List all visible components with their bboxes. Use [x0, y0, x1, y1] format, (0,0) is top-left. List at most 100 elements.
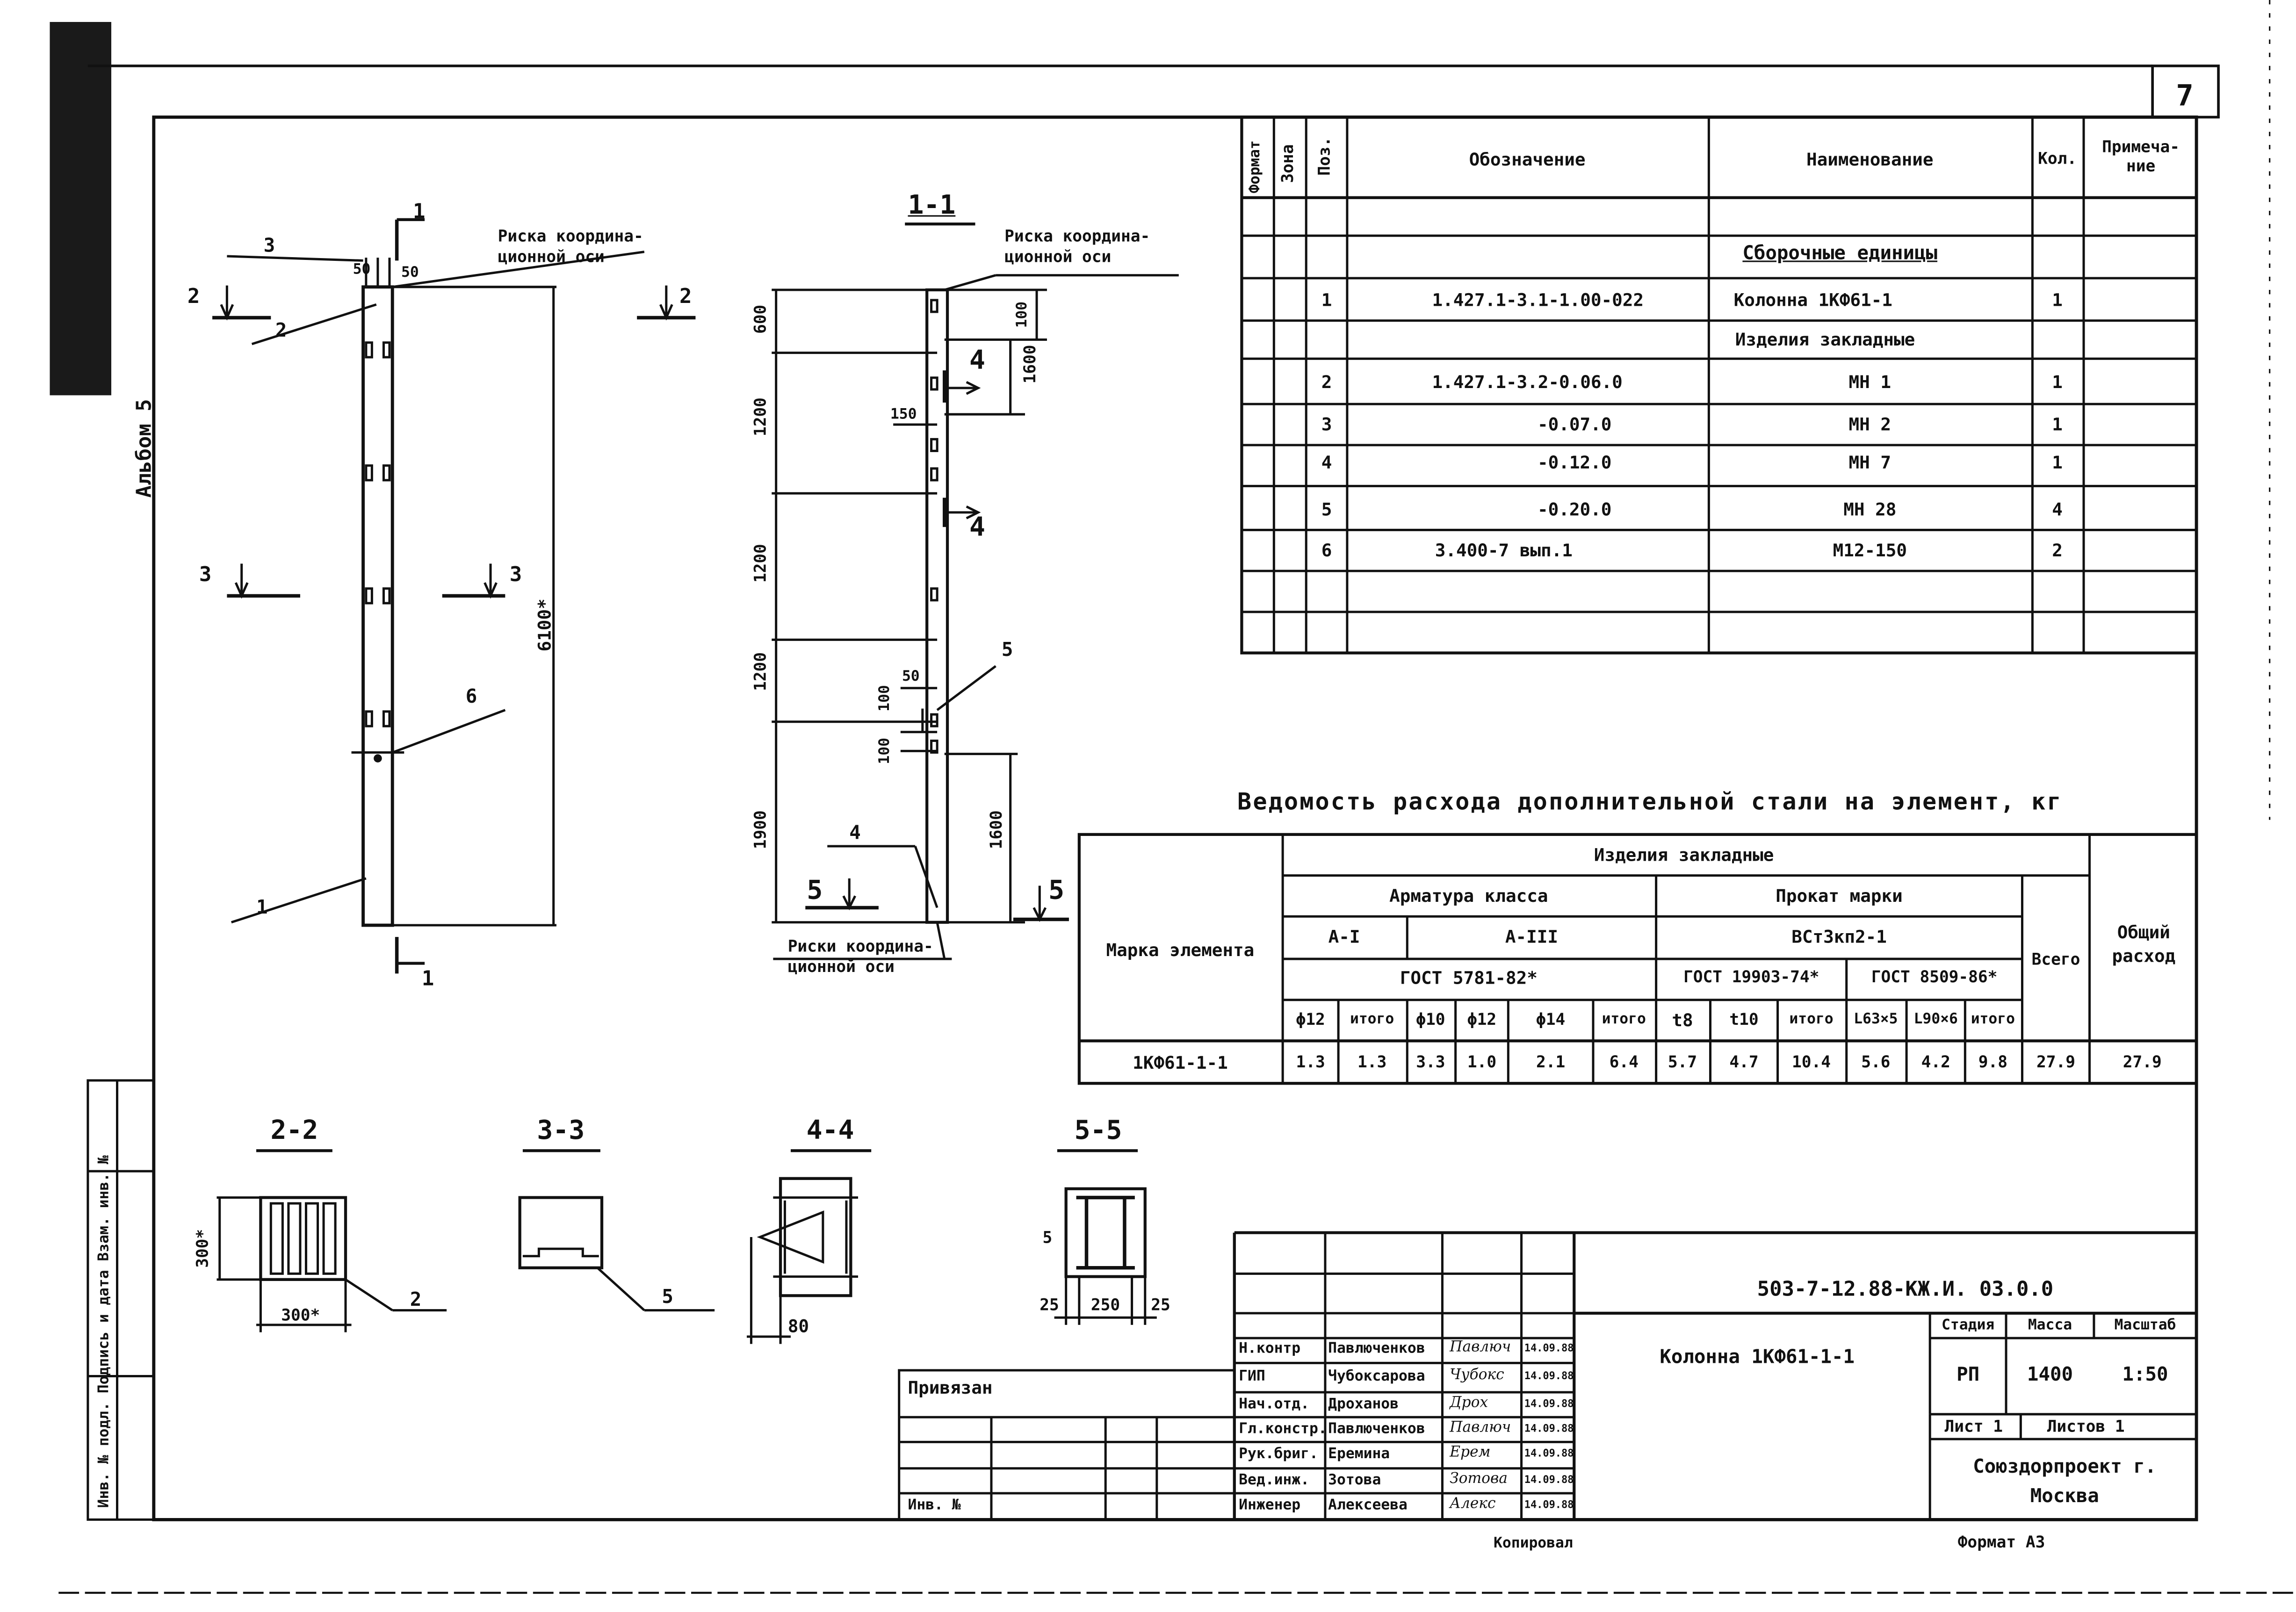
section-2-2: [217, 1149, 447, 1332]
spec-row-pos: 5: [1321, 499, 1332, 520]
callout-section-2-left: 2: [187, 285, 200, 309]
album-label: Альбом 5: [133, 399, 157, 498]
dim-25-left: 25: [1040, 1295, 1059, 1315]
signer-date: 14.09.88: [1524, 1474, 1574, 1486]
steel-subcol: ϕ14: [1536, 1010, 1566, 1029]
dim-side: 1200: [751, 544, 771, 583]
title-block-grid: [898, 1231, 2197, 1521]
stage-header: Стадия: [1942, 1317, 1995, 1334]
section-4-4-title: 4-4: [806, 1115, 854, 1146]
spec-header-name: Наименование: [1806, 149, 1934, 170]
scale-value: 1:50: [2122, 1364, 2168, 1387]
callout-pos-1: 1: [256, 897, 268, 920]
section-5-5: [1054, 1149, 1157, 1325]
spec-row-designation: 1.427.1-3.1-1.00-022: [1432, 290, 1644, 310]
steel-row-value: 9.8: [1978, 1052, 2007, 1072]
riski-label-section: Риски координа-ционной оси: [787, 937, 933, 977]
signer-name: Алексеева: [1328, 1497, 1408, 1514]
spec-header-designation: Обозначение: [1469, 149, 1586, 170]
signer-date: 14.09.88: [1524, 1423, 1574, 1435]
steel-row-total: 27.9: [2036, 1052, 2075, 1072]
left-stamp-strip: [87, 1079, 155, 1521]
spec-row-pos: 6: [1321, 540, 1332, 561]
signer-name: Дроханов: [1328, 1396, 1399, 1413]
steel-header-gost2: ГОСТ 19903-74*: [1683, 967, 1819, 987]
spec-row-name: МН 1: [1848, 372, 1892, 393]
steel-table-grid: [1077, 833, 2198, 1085]
dim-300-height: 300*: [193, 1229, 213, 1268]
dim-1600-upper: 1600: [1020, 345, 1040, 384]
steel-subcol: ϕ12: [1296, 1010, 1325, 1029]
steel-row-mark: 1КФ61-1-1: [1133, 1052, 1228, 1073]
sheet-count: Листов 1: [2047, 1417, 2125, 1436]
spec-header-note: Примеча-ние: [2102, 137, 2180, 176]
steel-subcol: L63×5: [1854, 1011, 1898, 1028]
spec-row-qty: 1: [2052, 290, 2063, 310]
sheet-number: 7: [2176, 77, 2194, 113]
spec-header-format: Формат: [1247, 140, 1264, 194]
steel-header-a3: А-III: [1505, 927, 1559, 948]
mass-header: Масса: [2028, 1317, 2072, 1334]
callout-section-5-left: 5: [807, 875, 823, 907]
spec-table-grid: [1240, 115, 2198, 655]
privyazan-label: Привязан: [908, 1377, 993, 1398]
spec-row-pos: 2: [1321, 372, 1332, 393]
callout-section-2-right: 2: [679, 285, 692, 309]
spec-section-assemblies: Сборочные единицы: [1742, 243, 1938, 265]
steel-subcol: t10: [1729, 1010, 1759, 1029]
steel-row-value: 5.6: [1861, 1052, 1891, 1072]
dim-100-lower: 100: [877, 738, 894, 764]
dim-50-section: 50: [902, 669, 920, 685]
spec-row-qty: 1: [2052, 452, 2063, 473]
document-code: 503-7-12.88-КЖ.И. 03.0.0: [1757, 1278, 2054, 1302]
callout-pos-5-section: 5: [662, 1287, 673, 1309]
spec-row-pos: 4: [1321, 452, 1332, 473]
dim-side: 1900: [751, 810, 771, 849]
steel-subcol: итого: [1789, 1011, 1834, 1028]
steel-row-value: 5.7: [1668, 1052, 1697, 1072]
riska-label-section: Риска координа-ционной оси: [1004, 227, 1150, 267]
steel-row-value: 10.4: [1792, 1052, 1831, 1072]
signer-role: Вед.инж.: [1239, 1473, 1310, 1489]
dim-5: 5: [1042, 1228, 1053, 1247]
spec-row-name: М12-150: [1833, 540, 1907, 561]
dim-25-right: 25: [1151, 1295, 1170, 1315]
callout-pos-6: 6: [465, 686, 477, 709]
sheet-number-box: [2151, 65, 2220, 119]
signer-date: 14.09.88: [1524, 1499, 1574, 1511]
steel-header-rebar: Арматура класса: [1389, 885, 1548, 907]
signer-signature: Ерем: [1450, 1445, 1491, 1461]
signer-name: Еремина: [1328, 1446, 1390, 1463]
scale-header: Масштаб: [2114, 1317, 2176, 1334]
callout-section-4-top: 4: [969, 345, 985, 376]
steel-table-title: Ведомость расхода дополнительной стали н…: [1237, 787, 2063, 816]
signer-name: Зотова: [1328, 1473, 1381, 1489]
steel-row-value: 6.4: [1609, 1052, 1639, 1072]
column-elevation: [212, 218, 696, 974]
steel-header-overall: Общий расход: [2112, 922, 2176, 966]
sheet-index: Лист 1: [1944, 1417, 2003, 1436]
signer-name: Павлюченков: [1328, 1341, 1425, 1357]
signer-role: Инженер: [1239, 1497, 1301, 1514]
callout-section-1-top: 1: [413, 201, 426, 224]
dim-1600-lower: 1600: [987, 810, 1006, 849]
section-2-2-title: 2-2: [270, 1115, 318, 1146]
inv-label: Инв. №: [908, 1497, 961, 1514]
signer-signature: Павлюч: [1450, 1420, 1511, 1436]
steel-row-value: 3.3: [1416, 1052, 1445, 1072]
riska-label-elevation: Риска координа-ционной оси: [498, 227, 643, 267]
callout-pos-3: 3: [263, 236, 275, 258]
dim-300-width: 300*: [281, 1306, 320, 1325]
spec-row-pos: 1: [1321, 290, 1332, 310]
signer-role: Н.контр: [1239, 1341, 1301, 1357]
signer-name: Павлюченков: [1328, 1421, 1425, 1438]
spec-row-qty: 4: [2052, 499, 2063, 520]
steel-row-value: 1.3: [1357, 1052, 1387, 1072]
steel-header-total: Всего: [2031, 950, 2080, 969]
steel-row-value: 2.1: [1536, 1052, 1566, 1072]
dim-side: 1200: [751, 652, 771, 691]
signer-signature: Чубокс: [1450, 1367, 1504, 1384]
spec-header-pos: Поз.: [1314, 137, 1334, 176]
